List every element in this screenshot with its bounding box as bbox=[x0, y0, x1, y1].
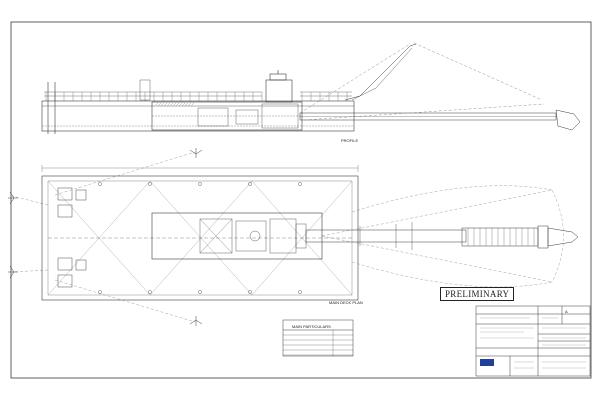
deck-bollards bbox=[98, 182, 302, 294]
pump-section-ribs bbox=[467, 228, 535, 246]
anchor-top bbox=[189, 148, 203, 158]
anchor-left-bottom bbox=[8, 265, 18, 279]
bollard bbox=[198, 290, 202, 294]
revision-mark: A bbox=[565, 309, 568, 314]
bollard bbox=[148, 182, 152, 186]
profile-view bbox=[41, 42, 581, 134]
bollard bbox=[98, 290, 102, 294]
company-logo-text: DSI bbox=[481, 361, 488, 366]
preliminary-stamp: PRELIMINARY bbox=[440, 287, 515, 301]
deck-hull bbox=[41, 175, 359, 301]
profile-railing-posts bbox=[45, 92, 348, 101]
sheet-border bbox=[10, 21, 592, 379]
profile-label: PROFILE bbox=[341, 138, 359, 143]
bollard bbox=[148, 290, 152, 294]
main-deck-plan-label: MAIN DECK PLAN bbox=[329, 300, 363, 305]
deck-pump-section bbox=[461, 227, 539, 247]
bollard bbox=[298, 182, 302, 186]
bollard bbox=[248, 290, 252, 294]
profile-railing bbox=[44, 91, 352, 97]
bollard bbox=[248, 182, 252, 186]
bollard bbox=[98, 182, 102, 186]
profile-hull bbox=[41, 100, 355, 132]
deck-ladder-plan bbox=[305, 229, 467, 243]
profile-crane-tower bbox=[265, 79, 293, 103]
anchor-left-top bbox=[8, 191, 18, 205]
main-particulars-table bbox=[282, 319, 354, 357]
profile-cutter-head bbox=[555, 109, 581, 131]
anchor-bottom bbox=[189, 316, 203, 326]
stern-winches bbox=[57, 187, 87, 288]
bollard bbox=[198, 182, 202, 186]
deck-house-plan bbox=[151, 212, 323, 260]
main-deck-plan bbox=[8, 148, 579, 326]
title-block bbox=[475, 305, 591, 377]
main-particulars-title: MAIN PARTICULARS bbox=[292, 324, 331, 329]
bollard bbox=[298, 290, 302, 294]
